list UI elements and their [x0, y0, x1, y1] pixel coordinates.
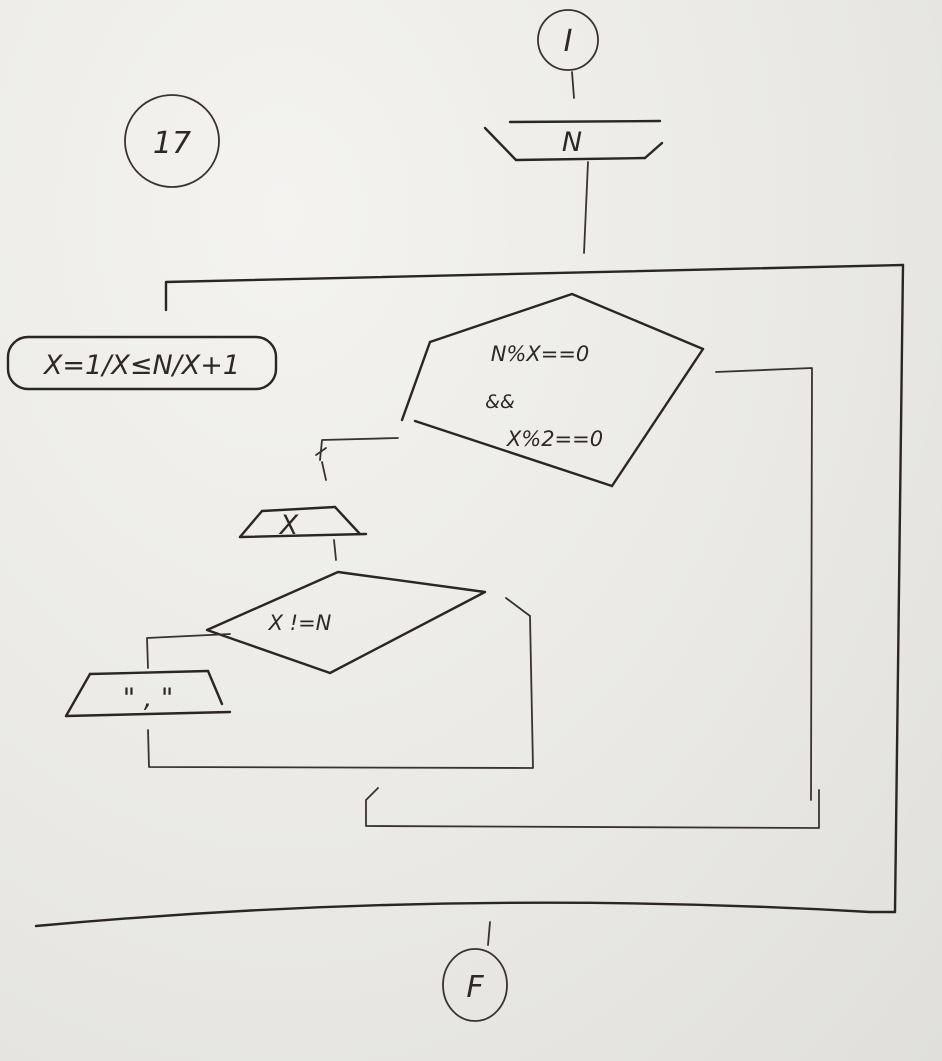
- loop-top-line: [164, 263, 905, 312]
- connector-to-end: [487, 921, 491, 946]
- decision-2-merge-path: [147, 597, 534, 769]
- output-x-box: X: [238, 505, 368, 541]
- decision-2-true-path: [146, 633, 231, 669]
- end-label: F: [466, 970, 484, 1005]
- page-number-badge: 17: [124, 94, 220, 188]
- decision-1-true-path: [319, 437, 399, 461]
- connector-to-output-x: [321, 461, 327, 481]
- decision-1-merge-path: [365, 787, 820, 829]
- start-terminal: I: [537, 9, 599, 71]
- connector-input-to-loop: [583, 161, 589, 254]
- loop-right-line: [893, 263, 905, 914]
- decision-1-line3: X%2==0: [506, 427, 603, 451]
- output-x-label: X: [278, 510, 299, 541]
- decision-1-false-path: [715, 367, 813, 801]
- input-label: N: [562, 127, 582, 158]
- decision-1-line1: N%X==0: [491, 342, 590, 366]
- end-terminal: F: [442, 948, 508, 1022]
- decision-1-diamond: N%X==0 && X%2==0: [400, 292, 705, 488]
- connector-x-to-decision-2: [333, 539, 337, 561]
- decision-1-line2: &&: [485, 391, 515, 413]
- start-label: I: [564, 24, 573, 59]
- true-branch-tick: [315, 447, 327, 456]
- input-n-box: N: [483, 119, 664, 162]
- loop-bottom-line: [34, 901, 897, 928]
- connector-start-to-input: [571, 71, 575, 99]
- output-comma-label: " , ": [123, 683, 174, 714]
- decision-2-diamond: X !=N: [205, 570, 487, 675]
- output-comma-box: " , ": [64, 669, 232, 718]
- page-number: 17: [153, 126, 191, 161]
- loop-label: X=1/X≤N/X+1: [42, 350, 240, 381]
- loop-header-box: X=1/X≤N/X+1: [6, 335, 278, 391]
- decision-2-label: X !=N: [268, 611, 332, 635]
